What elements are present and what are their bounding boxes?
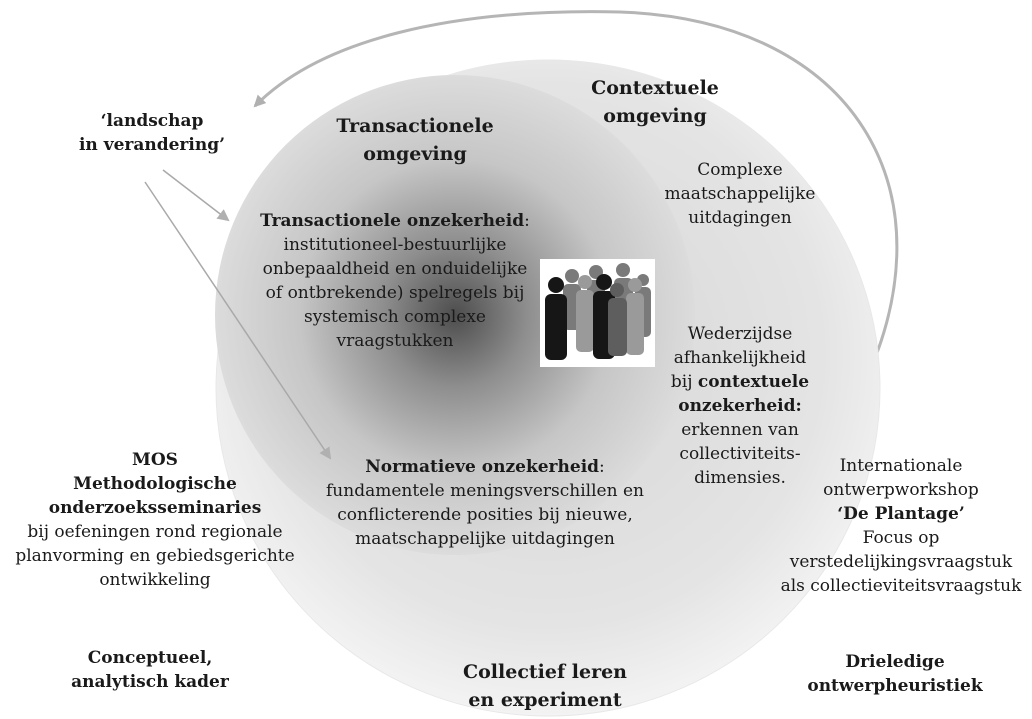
transactional-environment-title: Transactionele omgeving	[336, 115, 494, 165]
mutual-dependency-text: Wederzijdse afhankelijkheid bij contextu…	[670, 324, 810, 488]
cycle-arc-arrow	[253, 10, 899, 401]
contextual-environment-title: Contextuele omgeving	[591, 77, 719, 127]
landscape-in-change-label: ‘landschap in verandering’	[78, 111, 226, 155]
mos-seminars-text: MOS Methodologische onderzoeksseminaries…	[15, 450, 295, 590]
normative-uncertainty-text: Normatieve onzekerheid: fundamentele men…	[326, 457, 644, 549]
complex-societal-challenges-text: Complexe maatschappelijke uitdagingen	[664, 160, 816, 228]
transactional-environment-circle	[215, 75, 695, 555]
transactional-uncertainty-text: Transactionele onzekerheid: institutione…	[260, 211, 530, 351]
design-heuristic-label: Drieledige ontwerpheuristiek	[807, 652, 983, 696]
conceptual-framework-label: Conceptueel, analytisch kader	[71, 648, 229, 692]
collective-learning-label: Collectief leren en experiment	[463, 661, 627, 711]
arrow-to-normative	[144, 181, 332, 460]
design-workshop-text: Internationale ontwerpworkshop ‘De Plant…	[780, 456, 1022, 596]
people-silhouettes-image	[540, 259, 655, 367]
arrow-to-transactional	[162, 169, 230, 222]
